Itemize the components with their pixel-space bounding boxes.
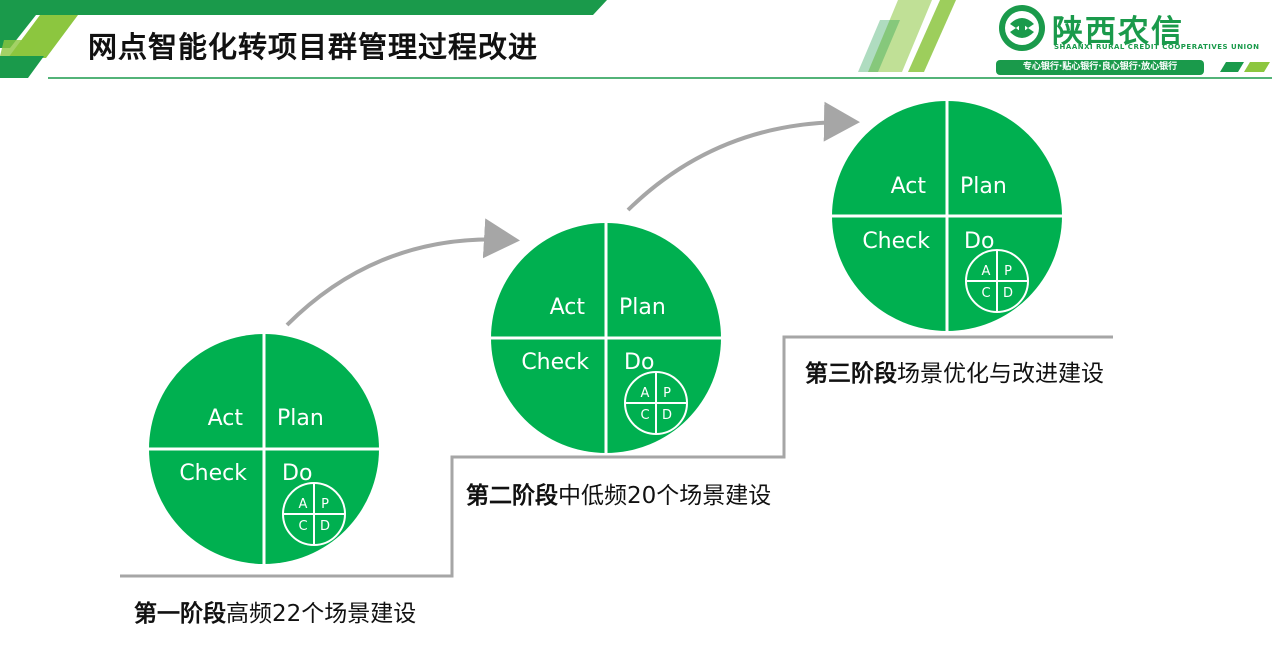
stage-2-name: 第二阶段 bbox=[466, 483, 558, 509]
mini-p: P bbox=[663, 386, 671, 401]
mini-c: C bbox=[981, 286, 990, 301]
mini-pdca-icon: A P C D bbox=[282, 482, 346, 546]
arrow-stage-1-to-2 bbox=[285, 218, 520, 327]
mini-a: A bbox=[299, 497, 308, 512]
brand-name: 陕西农信 bbox=[1052, 14, 1184, 50]
stage-1-name: 第一阶段 bbox=[134, 601, 226, 627]
brand-subtitle: SHAANXI RURAL CREDIT COOPERATIVES UNION bbox=[1054, 43, 1260, 51]
mini-d: D bbox=[1003, 286, 1013, 301]
pdca-circle-stage-1: Act Plan Check Do A P C D bbox=[149, 334, 379, 564]
pdca-check: Check bbox=[862, 229, 930, 254]
stage-2-label: 第二阶段中低频20个场景建设 bbox=[466, 476, 771, 510]
stage-3-desc: 场景优化与改进建设 bbox=[897, 361, 1104, 387]
brand-slogan: 专心银行·贴心银行·良心银行·放心银行 bbox=[996, 60, 1204, 75]
mini-d: D bbox=[320, 519, 330, 534]
mini-p: P bbox=[321, 497, 329, 512]
pdca-plan: Plan bbox=[619, 295, 666, 320]
pdca-plan: Plan bbox=[960, 174, 1007, 199]
pdca-do: Do bbox=[624, 350, 654, 375]
pdca-do: Do bbox=[282, 461, 312, 486]
header-right-tab-1 bbox=[1220, 62, 1244, 72]
arrow-stage-2-to-3 bbox=[626, 101, 860, 212]
stage-1-label: 第一阶段高频22个场景建设 bbox=[134, 594, 416, 628]
stage-2-desc: 中低频20个场景建设 bbox=[558, 483, 772, 509]
pdca-circle-stage-3: Act Plan Check Do A P C D bbox=[832, 101, 1062, 331]
brand-logo-icon bbox=[999, 5, 1045, 51]
mini-p: P bbox=[1004, 264, 1012, 279]
mini-pdca-icon: A P C D bbox=[624, 371, 688, 435]
header-top-bar bbox=[0, 0, 607, 15]
stage-1-desc: 高频22个场景建设 bbox=[226, 601, 417, 627]
pdca-do: Do bbox=[964, 229, 994, 254]
mini-c: C bbox=[298, 519, 307, 534]
header-stripe-bottom bbox=[0, 56, 44, 78]
pdca-plan: Plan bbox=[277, 406, 324, 431]
pdca-act: Act bbox=[891, 174, 927, 199]
pdca-act: Act bbox=[550, 295, 586, 320]
mini-a: A bbox=[641, 386, 650, 401]
staircase-line bbox=[120, 335, 1113, 578]
mini-d: D bbox=[662, 408, 672, 423]
mini-pdca-icon: A P C D bbox=[965, 249, 1029, 313]
mini-a: A bbox=[982, 264, 991, 279]
stage-3-label: 第三阶段场景优化与改进建设 bbox=[805, 354, 1104, 388]
header-right-tab-2 bbox=[1244, 62, 1270, 72]
stage-3-name: 第三阶段 bbox=[805, 361, 897, 387]
header-stripe-dark bbox=[0, 15, 36, 48]
pdca-check: Check bbox=[521, 350, 589, 375]
pdca-check: Check bbox=[179, 461, 247, 486]
header-right-stripe-3 bbox=[858, 20, 900, 72]
pdca-circle-stage-2: Act Plan Check Do A P C D bbox=[491, 223, 721, 453]
page-title: 网点智能化转项目群管理过程改进 bbox=[88, 30, 539, 64]
header-right-stripe-2 bbox=[908, 0, 956, 72]
header-right-stripe-1 bbox=[868, 0, 932, 72]
header-stripe-mid bbox=[0, 40, 40, 56]
pdca-act: Act bbox=[208, 406, 244, 431]
mini-c: C bbox=[640, 408, 649, 423]
